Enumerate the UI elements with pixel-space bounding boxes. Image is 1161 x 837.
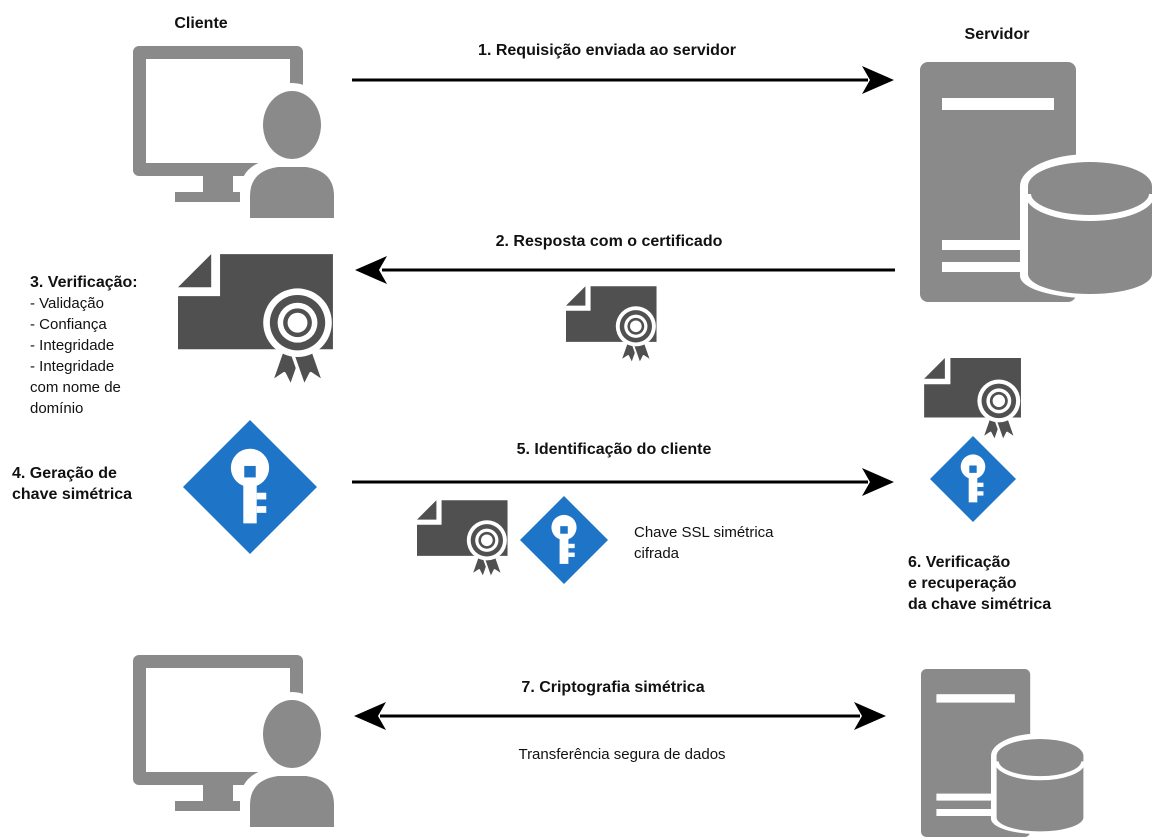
transfer-caption: Transferência segura de dados [518, 746, 726, 763]
step6-line2: e recuperação [908, 575, 1017, 592]
certificate-transfer-icon [417, 500, 509, 578]
step4-label: 4. Geração de chave simétrica [12, 463, 132, 505]
step3-item-dominio: domínio [30, 400, 84, 417]
key-diamond-client-icon [183, 420, 317, 554]
client-title: Cliente [174, 15, 228, 32]
certificate-large-icon [178, 254, 335, 387]
step3-title: 3. Verificação: [30, 274, 138, 291]
key-diamond-transfer-icon [520, 496, 608, 584]
client-computer-user-bottom-icon [133, 655, 344, 827]
certificate-server-icon [924, 358, 1022, 441]
key-diamond-server-icon [930, 436, 1016, 522]
ssl-key-caption-line1: Chave SSL simétrica [634, 524, 774, 541]
arrow-step1 [352, 66, 894, 94]
step7-label: 7. Criptografia simétrica [521, 679, 705, 696]
arrow-step2 [355, 256, 895, 284]
step6-label: 6. Verificação e recuperação da chave si… [908, 552, 1051, 615]
server-database-bottom-icon [921, 669, 1089, 837]
ssl-key-caption-line2: cifrada [634, 545, 680, 562]
step6-line3: da chave simétrica [908, 596, 1052, 613]
step6-line1: 6. Verificação [908, 554, 1011, 571]
step5-label: 5. Identificação do cliente [516, 441, 712, 458]
step3-item-integridade: - Integridade [30, 337, 115, 354]
step3-item-integridade-2: - Integridade [30, 358, 115, 375]
step1-label: 1. Requisição enviada ao servidor [478, 42, 736, 59]
step3-item-confianca: - Confiança [30, 316, 107, 333]
server-title: Servidor [964, 26, 1030, 43]
client-computer-user-icon [133, 46, 344, 218]
arrow-step7 [354, 702, 886, 730]
step4-line1: 4. Geração de [12, 465, 117, 482]
step3-item-nome-dominio: com nome de [30, 379, 121, 396]
server-database-icon [920, 62, 1160, 302]
step3-item-validacao: - Validação [30, 295, 104, 312]
arrow-step5 [352, 468, 894, 496]
step4-line2: chave simétrica [12, 486, 133, 503]
certificate-response-icon [566, 286, 658, 364]
ssl-key-caption: Chave SSL simétrica cifrada [634, 522, 774, 564]
step3-block: 3. Verificação: - Validação - Confiança … [30, 272, 138, 419]
step2-label: 2. Resposta com o certificado [495, 233, 723, 250]
